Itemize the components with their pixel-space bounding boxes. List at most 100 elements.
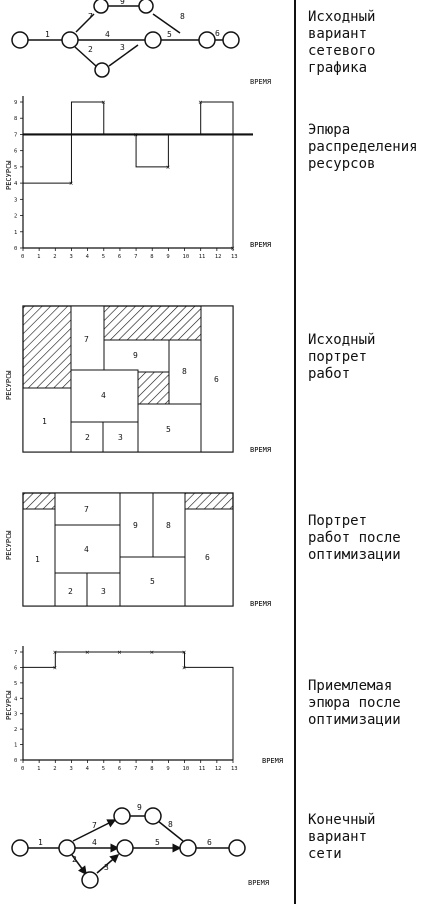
portrait2-hatch-1: [22, 492, 56, 510]
f-node-7: [179, 839, 197, 857]
f-edge-2: [71, 854, 87, 876]
x-tick-label: 0: [21, 254, 24, 260]
edge-8: [152, 13, 181, 34]
f-node-8: [228, 839, 246, 857]
x-tick-label: 5: [102, 254, 105, 260]
time-label-3: ВРЕМЯ: [250, 446, 271, 454]
data-point: ×: [231, 245, 235, 253]
time-label-4: ВРЕМЯ: [250, 600, 271, 608]
edge-label-8: 8: [180, 12, 185, 21]
x-tick-label: 1: [37, 254, 40, 260]
block-2: [70, 421, 104, 453]
y-tick-label: 3: [14, 197, 17, 203]
p2-label-2: 2: [68, 587, 73, 596]
p1-label-3: 3: [118, 433, 123, 442]
f-edge-7: [72, 819, 117, 842]
x-tick-label: 6: [118, 766, 121, 772]
f-node-5: [81, 871, 99, 889]
p1-label-8: 8: [182, 367, 187, 376]
f-edge-label-2: 2: [72, 855, 77, 864]
resource-step-line: [23, 651, 234, 760]
p2-label-9: 9: [133, 521, 138, 530]
p2-label-7: 7: [84, 505, 89, 514]
p1-label-9: 9: [133, 351, 138, 360]
edge-label-2: 2: [88, 45, 93, 54]
caption-initial-portrait: Исходный портрет работ: [308, 332, 376, 382]
f-edge-3: [96, 854, 120, 874]
x-tick-label: 7: [134, 766, 137, 772]
portrait2-hatch-2: [184, 492, 234, 510]
data-point: ×: [101, 99, 105, 107]
x-tick-label: 8: [150, 254, 153, 260]
x-tick-label: 13: [231, 766, 238, 772]
data-point: ×: [182, 664, 186, 672]
time-label-6: ВРЕМЯ: [248, 879, 269, 887]
f-edge-label-7: 7: [92, 821, 97, 830]
block2-5: [119, 556, 186, 607]
f-node-6: [116, 839, 134, 857]
portrait1-hatch-1: [22, 305, 72, 389]
block2-8: [152, 492, 186, 558]
x-tick-label: 3: [69, 254, 72, 260]
y-tick-label: 1: [14, 743, 17, 749]
y-tick-label: 6: [14, 149, 17, 155]
caption-initial-network: Исходный вариант сетевого графика: [308, 9, 376, 76]
caption-acceptable-epure: Приемлемая эпюра после оптимизации: [308, 678, 401, 728]
edge-7: [75, 13, 95, 33]
time-label-5: ВРЕМЯ: [262, 757, 283, 765]
block-5: [137, 403, 202, 453]
data-point: ×: [198, 99, 202, 107]
p1-label-4: 4: [101, 391, 106, 400]
x-tick-label: 12: [215, 766, 222, 772]
x-tick-label: 2: [53, 254, 56, 260]
block2-4: [54, 524, 121, 574]
data-point: ×: [85, 649, 89, 657]
p1-label-6: 6: [214, 375, 219, 384]
x-tick-label: 8: [150, 766, 153, 772]
edge-label-5: 5: [167, 30, 172, 39]
p1-label-5: 5: [166, 425, 171, 434]
f-node-3: [113, 807, 131, 825]
x-tick-label: 7: [134, 254, 137, 260]
y-tick-label: 9: [14, 100, 17, 106]
edge-label-3: 3: [120, 43, 125, 52]
edge-2: [74, 46, 97, 67]
y-tick-label: 0: [14, 758, 17, 764]
y-tick-label: 6: [14, 665, 17, 671]
x-tick-label: 13: [231, 254, 238, 260]
block2-6: [184, 508, 234, 607]
f-edge-label-5: 5: [155, 838, 160, 847]
resource-step-line: [23, 101, 234, 248]
data-point: ×: [166, 163, 170, 171]
p2-label-5: 5: [150, 577, 155, 586]
ylabel-portrait1: РЕСУРСЫ: [5, 370, 13, 400]
f-edge-label-4: 4: [92, 838, 97, 847]
network-final: [11, 807, 246, 889]
f-edge-8: [157, 820, 184, 842]
f-node-1: [11, 839, 29, 857]
block-6: [200, 305, 234, 453]
x-tick-label: 10: [183, 254, 190, 260]
y-tick-label: 2: [14, 727, 17, 733]
node-8: [222, 31, 240, 49]
edge-label-1: 1: [45, 30, 50, 39]
block-9: [103, 339, 170, 373]
f-edge-label-6: 6: [207, 838, 212, 847]
p2-label-6: 6: [205, 553, 210, 562]
x-tick-label: 9: [166, 766, 169, 772]
p1-label-2: 2: [85, 433, 90, 442]
edge-label-4: 4: [105, 30, 110, 39]
edge-label-7: 7: [88, 12, 93, 21]
y-tick-label: 5: [14, 681, 17, 687]
time-label-1: ВРЕМЯ: [250, 78, 271, 86]
y-tick-label: 7: [14, 650, 17, 656]
f-edge-label-1: 1: [38, 838, 43, 847]
data-point: ×: [53, 664, 57, 672]
x-tick-label: 0: [21, 766, 24, 772]
data-point: ×: [150, 649, 154, 657]
x-tick-label: 3: [69, 766, 72, 772]
y-tick-label: 0: [14, 246, 17, 252]
x-tick-label: 5: [102, 766, 105, 772]
f-node-2: [58, 839, 76, 857]
